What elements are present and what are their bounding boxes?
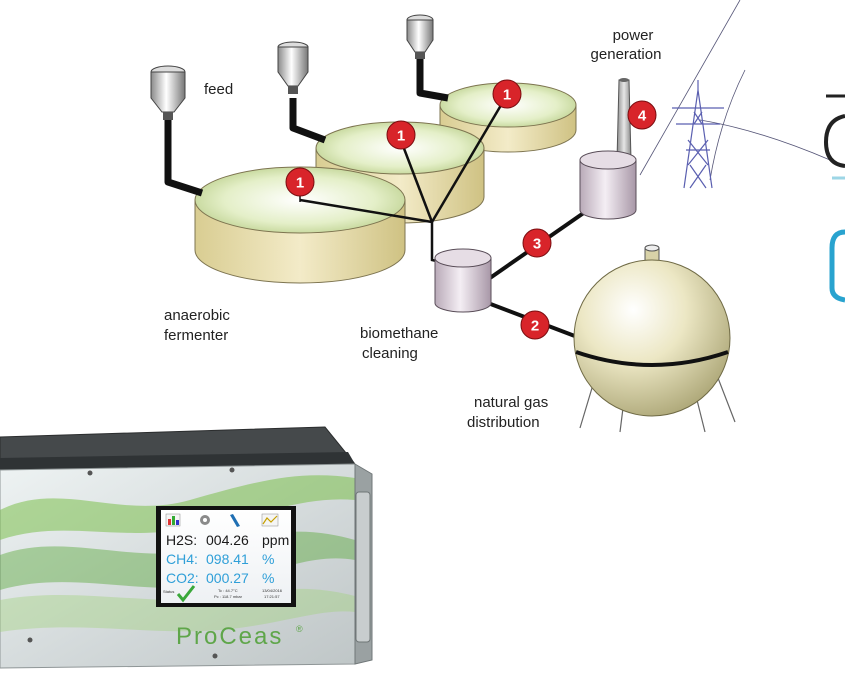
feed-hopper-right (406, 14, 434, 59)
analyzer-brand: ProCeas (176, 623, 283, 650)
partial-logo-fragment (823, 94, 845, 303)
badge-gas-number: 2 (531, 318, 539, 335)
feed-hopper-middle (277, 41, 309, 94)
badge-power: 4 (627, 100, 657, 130)
label-power-line2: generation (591, 46, 662, 63)
settings-icon[interactable] (200, 515, 210, 525)
status-temperature: Tc : 44.7°C (218, 588, 238, 593)
label-fermenter-line1: anaerobic (164, 307, 230, 324)
natural-gas-sphere (573, 244, 736, 433)
badge-tank-left: 1 (285, 167, 315, 202)
label-feed: feed (204, 81, 233, 98)
tool-icon[interactable] (230, 514, 240, 527)
process-step-badges: 1 1 1 2 3 4 (285, 79, 657, 340)
graph-icon[interactable] (261, 513, 279, 527)
label-gas-line1: natural gas (474, 394, 548, 411)
screen-status-row: Status Tc : 44.7°C Pc : 118.7 mbar 13/04… (163, 585, 283, 603)
reading-label: H2S: (166, 532, 197, 548)
reading-value: 098.41 (206, 551, 249, 567)
status-date: 13/04/2016 (262, 588, 283, 593)
power-generation-unit (579, 78, 637, 220)
label-gas-line2: distribution (467, 414, 540, 431)
reading-unit: % (262, 551, 274, 567)
status-time: 17:21:57 (264, 594, 280, 599)
analyzer-brand-mark: ® (296, 624, 303, 634)
power-line-curves (639, 0, 831, 181)
screen-toolbar (165, 513, 279, 527)
badge-power-number: 4 (638, 108, 647, 125)
status-label: Status (163, 589, 174, 594)
reading-label: CH4: (166, 551, 198, 567)
reading-value: 000.27 (206, 570, 249, 586)
diagram-labels: feed power generation anaerobic fermente… (164, 27, 661, 431)
badge-tank-right: 1 (492, 79, 522, 109)
badge-gas: 2 (520, 310, 550, 340)
label-cleaning-line2: cleaning (362, 345, 418, 362)
biomethane-cleaning-vessel (434, 248, 492, 313)
badge-power-link: 3 (522, 228, 552, 258)
label-power-line1: power (613, 27, 654, 44)
badge-tank-middle-number: 1 (397, 128, 405, 145)
status-pressure: Pc : 118.7 mbar (214, 594, 243, 599)
label-cleaning-line1: biomethane (360, 325, 438, 342)
feed-pipes (164, 58, 449, 197)
feed-hopper-left (150, 65, 186, 120)
reading-unit: ppm (262, 532, 289, 548)
badge-tank-left-number: 1 (296, 175, 304, 192)
gas-collection-pipes (299, 94, 509, 265)
status-check-icon (176, 585, 196, 603)
power-pylon (672, 80, 724, 189)
fermenter-tank-left (194, 166, 406, 284)
badge-tank-right-number: 1 (503, 87, 511, 104)
badge-tank-middle: 1 (386, 120, 416, 150)
label-fermenter-line2: fermenter (164, 327, 228, 344)
reading-label: CO2: (166, 570, 199, 586)
badge-power-link-number: 3 (533, 236, 541, 253)
reading-unit: % (262, 570, 274, 586)
chart-icon[interactable] (165, 513, 181, 527)
reading-value: 004.26 (206, 532, 249, 548)
